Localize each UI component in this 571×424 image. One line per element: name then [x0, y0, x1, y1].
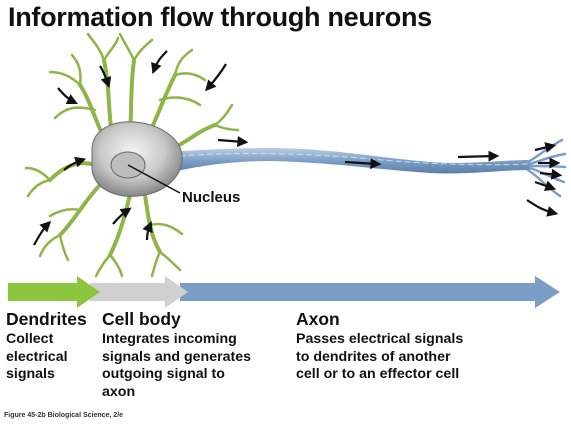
signal-arrows — [33, 50, 563, 246]
axon-description: Passes electrical signals to dendrites o… — [296, 331, 464, 382]
axon-title: Axon — [296, 309, 340, 329]
diagram-title: Information flow through neurons — [8, 2, 432, 32]
cell-body-flow-segment — [90, 276, 188, 308]
figure-caption: Figure 45-2b Biological Science, 2/e — [4, 412, 124, 419]
flow-bar — [8, 276, 560, 308]
dendrites-flow-segment — [8, 276, 100, 308]
axon-flow-segment — [180, 276, 560, 308]
dendrites-description: Collect electrical signals — [6, 331, 68, 382]
nucleus-label: Nucleus — [182, 189, 240, 206]
dendrites-title: Dendrites — [6, 309, 87, 329]
nucleus-pointer-line — [127, 164, 181, 194]
axon — [168, 138, 567, 198]
cell-body — [91, 121, 183, 197]
cell-body-description: Integrates incoming signals and generate… — [102, 331, 252, 400]
cell-body-title: Cell body — [102, 309, 181, 329]
